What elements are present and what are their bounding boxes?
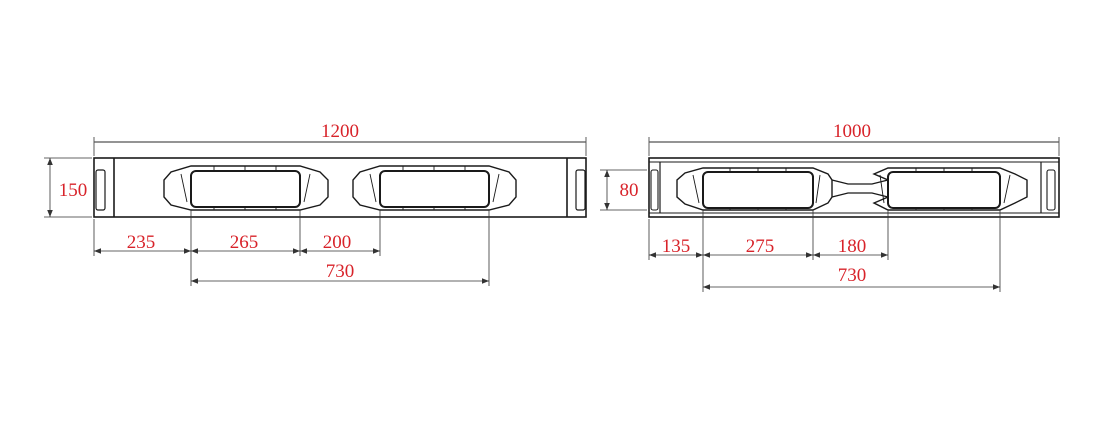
right-opening-width-label: 275 xyxy=(746,236,775,257)
right-overall-length-label: 1000 xyxy=(833,121,871,142)
right-pallet-body xyxy=(648,157,1060,218)
fork-opening-1 xyxy=(163,165,329,211)
right-dimension-labels: 1000 80 135 275 180 730 xyxy=(620,121,872,286)
left-end-handle xyxy=(95,169,106,211)
left-overall-length-label: 1200 xyxy=(321,121,359,142)
left-height-label: 150 xyxy=(59,180,88,201)
left-dimension-labels: 1200 150 235 265 200 730 xyxy=(59,121,359,282)
left-dimensions xyxy=(44,137,587,286)
left-opening-width-label: 265 xyxy=(230,232,259,253)
right-fork-opening-2 xyxy=(872,167,1028,211)
right-dimensions xyxy=(600,137,1060,292)
right-view xyxy=(648,157,1060,218)
fork-opening-2 xyxy=(352,165,517,211)
right-bridge-section xyxy=(831,179,889,198)
right-end-handle xyxy=(575,169,586,211)
right-height-label: 80 xyxy=(620,180,639,201)
left-offset-label: 235 xyxy=(127,232,156,253)
right-right-end-handle xyxy=(1046,169,1056,211)
right-left-end-handle xyxy=(650,169,659,211)
left-span-label: 730 xyxy=(326,261,355,282)
right-span-label: 730 xyxy=(838,265,867,286)
right-fork-opening-1 xyxy=(676,167,833,211)
left-gap-label: 200 xyxy=(323,232,352,253)
left-view xyxy=(93,157,587,218)
right-gap-label: 180 xyxy=(838,236,867,257)
left-pallet-body xyxy=(93,157,587,218)
right-offset-label: 135 xyxy=(662,236,691,257)
